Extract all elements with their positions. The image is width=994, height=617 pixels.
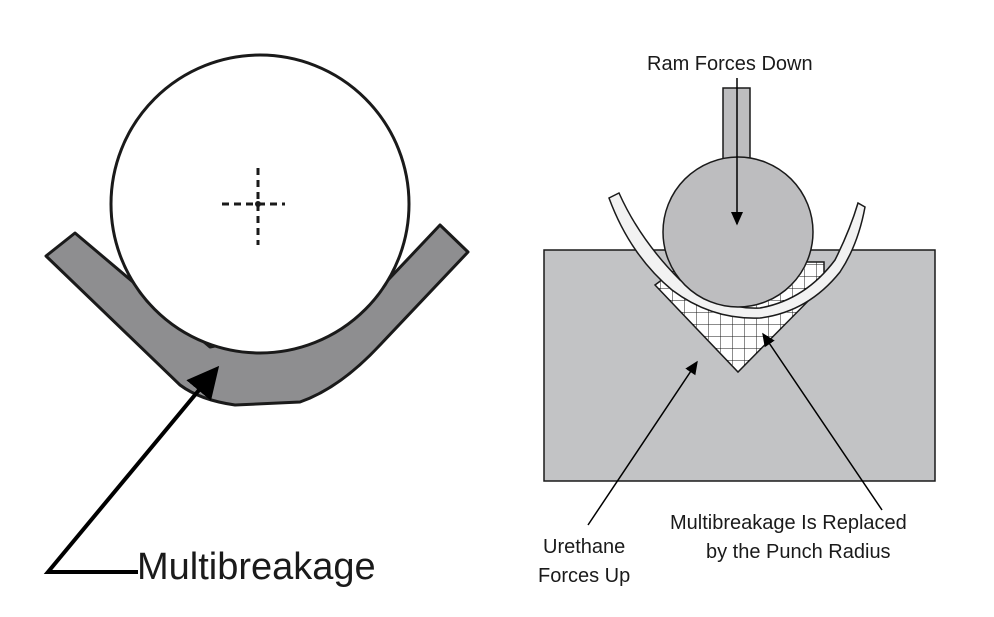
urethane-label-line1: Urethane (543, 536, 625, 558)
multibreakage-label: Multibreakage (137, 546, 376, 588)
left-figure: Multibreakage (43, 53, 470, 588)
multibreakage-leader (43, 365, 220, 574)
replaced-label-line1: Multibreakage Is Replaced (670, 512, 907, 534)
urethane-arrow (587, 360, 698, 526)
right-figure: Ram Forces Down Urethane Forces Up Multi… (538, 53, 936, 587)
ram-forces-down-label: Ram Forces Down (647, 53, 813, 75)
center-dot (255, 201, 261, 207)
replaced-label-line2: by the Punch Radius (706, 541, 891, 563)
punch-radius-arrow (762, 332, 883, 511)
punch-radius-circle (662, 156, 814, 308)
urethane-label-line2: Forces Up (538, 565, 630, 587)
